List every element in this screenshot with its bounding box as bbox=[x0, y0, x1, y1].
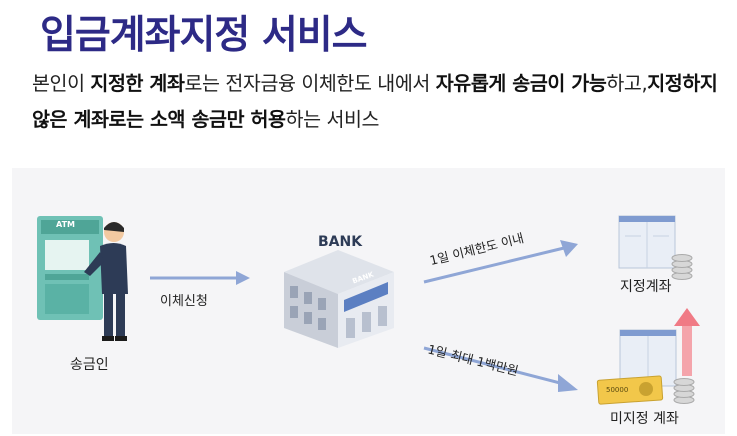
sender-label: 송금인 bbox=[70, 357, 109, 373]
transfer-diagram: ATM 송금인 이체신청 BANK BANK 1일 이체한 bbox=[12, 168, 725, 434]
page-title: 입금계좌지정 서비스 bbox=[40, 13, 367, 58]
banknote-icon bbox=[596, 375, 664, 405]
up-arrow-icon bbox=[674, 308, 700, 376]
arrow-to-bank-icon bbox=[150, 271, 250, 285]
undesignated-account-label: 미지정 계좌 bbox=[610, 411, 679, 427]
transfer-request-label: 이체신청 bbox=[160, 294, 208, 309]
desc-part: 로는 전자금융 이체한도 내에서 bbox=[184, 72, 436, 95]
desc-part-bold: 지정한 계좌 bbox=[90, 72, 185, 95]
desc-part-bold: 지정하지 않은 계좌로는 소액 송금만 허용 bbox=[32, 72, 718, 131]
desc-part: 하고, bbox=[606, 72, 648, 95]
desc-part: 본인이 bbox=[32, 72, 91, 95]
service-description: 본인이 지정한 계좌로는 전자금융 이체한도 내에서 자유롭게 송금이 가능하고… bbox=[32, 66, 722, 138]
bankbook-icon bbox=[618, 215, 676, 269]
bank-sign: BANK bbox=[318, 234, 363, 250]
desc-part-bold: 자유롭게 송금이 가능 bbox=[435, 72, 607, 95]
banknote-value: 50000 bbox=[606, 386, 629, 394]
designated-account-label: 지정계좌 bbox=[620, 279, 672, 295]
arrow-undesignated-icon bbox=[423, 346, 578, 392]
sender-person-icon bbox=[84, 222, 128, 341]
coins-icon bbox=[671, 254, 693, 280]
bank-building-icon bbox=[284, 250, 394, 348]
coins-icon bbox=[673, 378, 695, 404]
atm-icon bbox=[37, 216, 103, 320]
desc-part: 하는 서비스 bbox=[285, 108, 380, 131]
atm-sign: ATM bbox=[56, 220, 75, 229]
arrow-designated-icon bbox=[423, 240, 578, 284]
